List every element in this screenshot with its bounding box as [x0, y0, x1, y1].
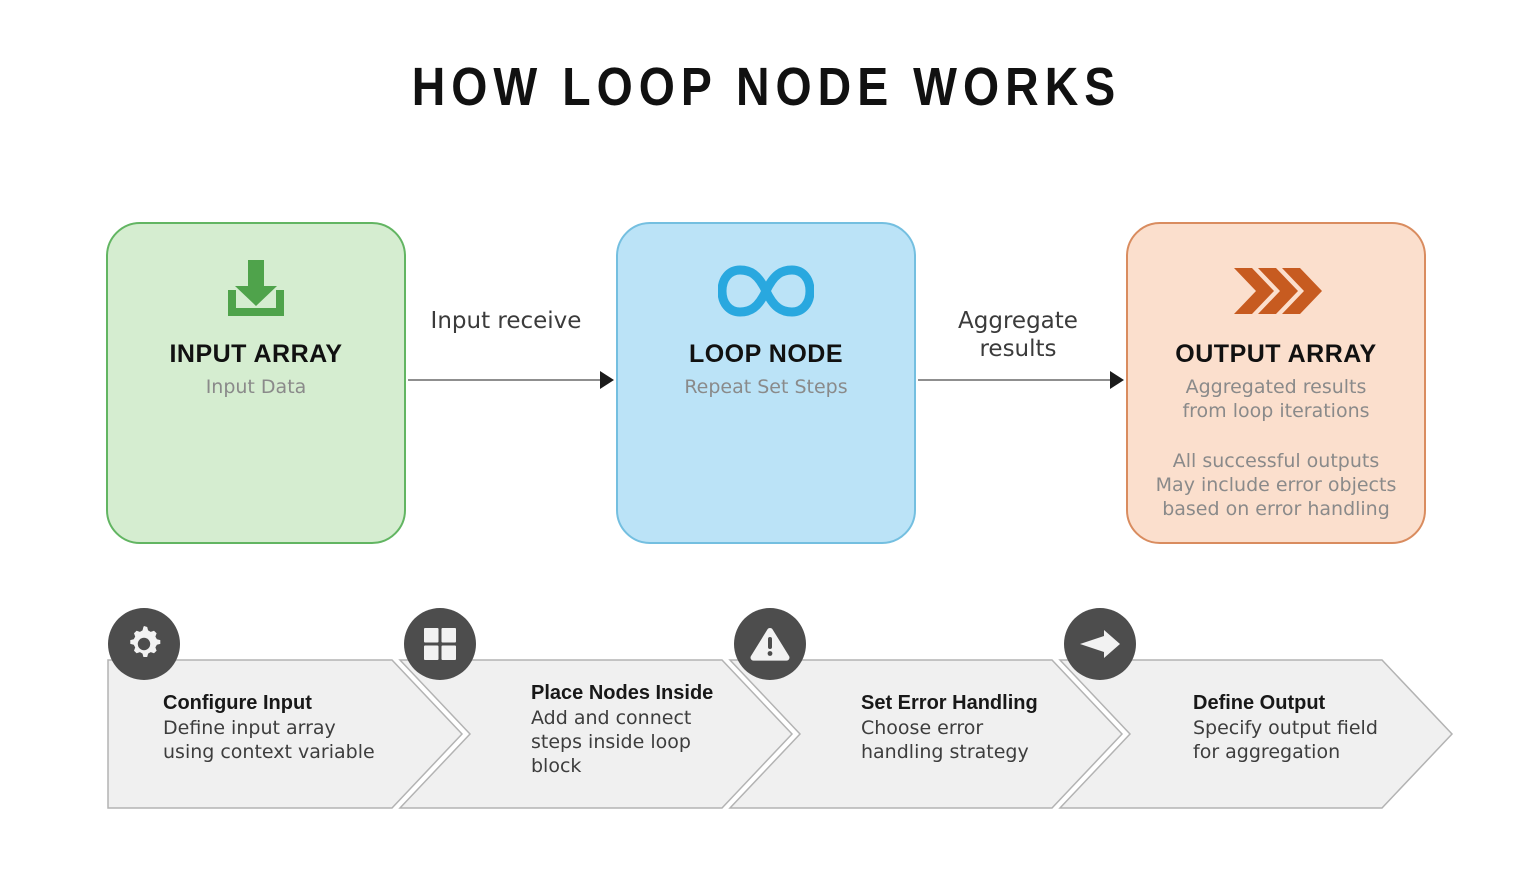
- step-shape-3: [728, 659, 1124, 809]
- node-title: INPUT ARRAY: [169, 340, 343, 368]
- warning-triangle-icon: [734, 608, 806, 680]
- connector-line-input-to-loop: [408, 379, 604, 381]
- arrow-right-icon: [1064, 608, 1136, 680]
- infinity-icon: [718, 250, 814, 332]
- step-title: Define Output: [1193, 692, 1326, 714]
- download-icon: [220, 250, 292, 332]
- node-subtitle: Repeat Set Steps: [684, 376, 848, 398]
- node-title: OUTPUT ARRAY: [1175, 340, 1377, 368]
- connector-label-input-receive: Input receive: [430, 308, 582, 334]
- step-title: Configure Input: [163, 692, 312, 714]
- node-title: LOOP NODE: [688, 340, 844, 368]
- double-chevron-right-icon: [1230, 250, 1322, 332]
- connector-arrowhead-input-to-loop: [600, 371, 614, 389]
- step-shape-4: [1058, 659, 1454, 809]
- grid-icon: [404, 608, 476, 680]
- step-title: Place Nodes Inside: [531, 682, 714, 704]
- connector-arrowhead-loop-to-output: [1110, 371, 1124, 389]
- step-shape-1: [107, 659, 464, 809]
- node-input-array: INPUT ARRAY Input Data: [106, 222, 406, 544]
- page-title: HOW LOOP NODE WORKS: [411, 57, 1122, 117]
- gear-icon: [108, 608, 180, 680]
- connector-line-loop-to-output: [918, 379, 1114, 381]
- node-loop-node: LOOP NODE Repeat Set Steps: [616, 222, 916, 544]
- node-subtitle: Input Data: [205, 376, 307, 398]
- step-title: Set Error Handling: [861, 692, 1038, 714]
- step-shape-2: [398, 659, 794, 809]
